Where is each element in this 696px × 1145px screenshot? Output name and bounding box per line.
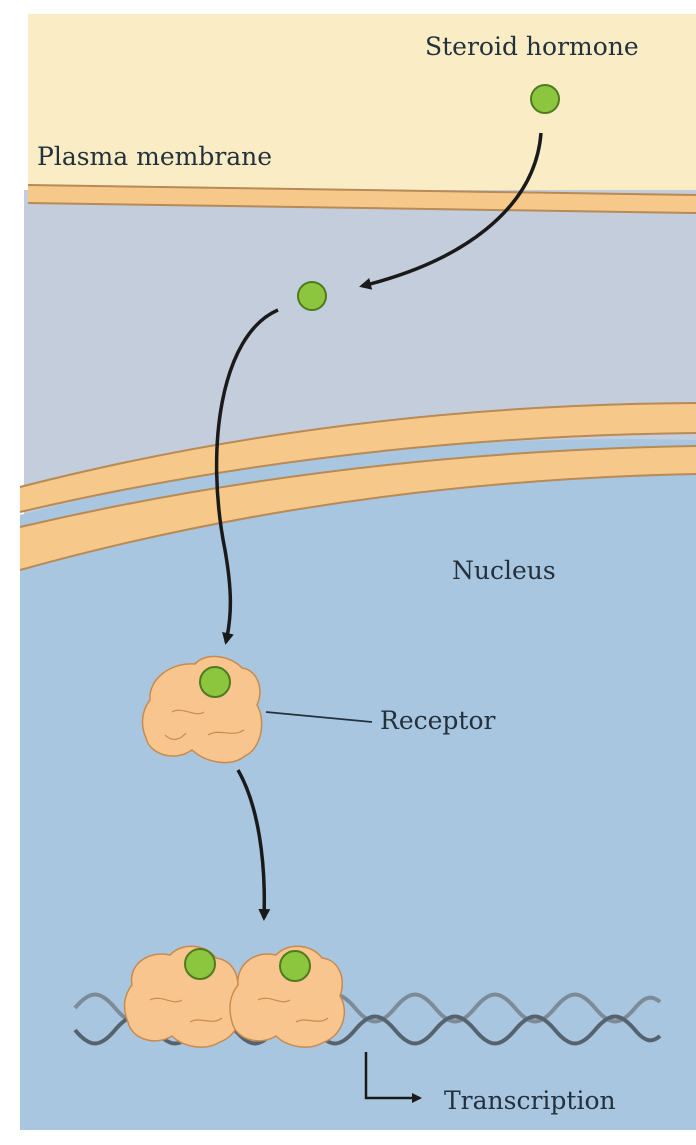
nucleus-label: Nucleus <box>452 556 556 585</box>
steroid-hormone-label: Steroid hormone <box>425 32 639 61</box>
hormone-in-cytoplasm <box>298 282 326 310</box>
plasma-membrane-label: Plasma membrane <box>37 142 272 171</box>
hormone-bound-to-receptor <box>200 667 230 697</box>
steroid-hormone-molecule <box>531 85 559 113</box>
receptor-label: Receptor <box>380 706 495 735</box>
hormone-on-dimer-left <box>185 949 215 979</box>
transcription-label: Transcription <box>444 1086 616 1115</box>
hormone-on-dimer-right <box>280 951 310 981</box>
